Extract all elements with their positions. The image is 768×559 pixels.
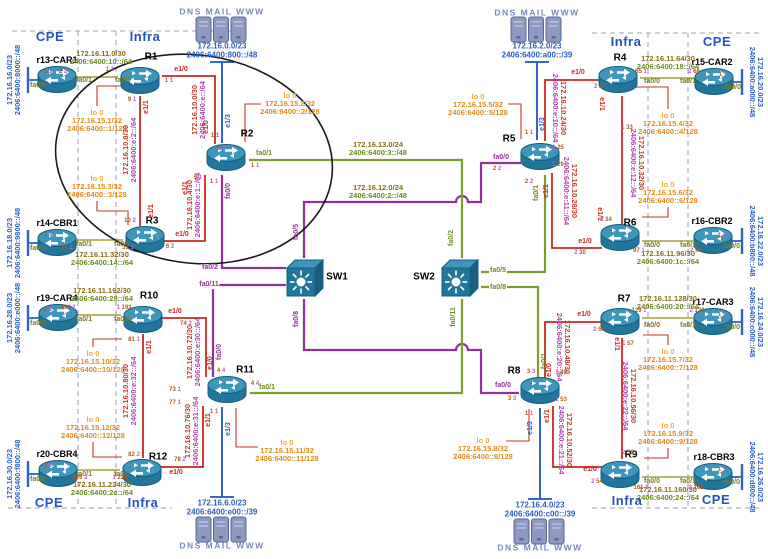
router-R12: [122, 459, 162, 486]
link-r7-r8: [544, 321, 602, 378]
router-R5: [520, 143, 560, 170]
router-R1: [120, 67, 160, 94]
cpe-router-r20-CBR4: [38, 460, 78, 487]
servers-bottom-left-server-icon-3: [230, 516, 247, 543]
router-R6: [600, 224, 640, 251]
link-r5-r6: [551, 173, 602, 249]
loopback-pointer-R9: [644, 448, 669, 459]
servers-bottom-right-server-icon-2: [530, 518, 548, 545]
link-r11-sw1: [211, 283, 286, 377]
router-R7: [600, 308, 640, 335]
servers-top-right-server-icon-2: [527, 16, 545, 43]
servers-bottom-left-server-icon-2: [212, 516, 230, 543]
servers-top-left-server-icon-1: [195, 16, 212, 43]
link-r5-sw2: [481, 175, 547, 274]
servers-bottom-right-server-icon-3: [548, 518, 565, 545]
link-r5-sw1: [302, 161, 521, 258]
servers-bottom-left-server-icon-1: [195, 516, 212, 543]
link-r11-r12: [161, 406, 204, 468]
loopback-pointer-R11: [235, 408, 258, 448]
link-r1-r2: [162, 75, 216, 144]
router-R9: [600, 461, 640, 488]
servers-top-right-server-icon-3: [545, 16, 562, 43]
router-R11: [207, 376, 247, 403]
link-r8-sw1: [302, 299, 519, 395]
loopback-pointer-R12: [92, 442, 122, 458]
loopback-pointer-R8: [506, 409, 530, 442]
cpe-router-r18-CBR3: [693, 463, 733, 490]
servers-top-right-server-icon-1: [510, 16, 527, 43]
servers-bottom-right-server-icon-1: [513, 518, 530, 545]
link-r8-r9: [552, 406, 602, 468]
link-r4-r5: [544, 79, 602, 141]
loopback-pointer-R7: [643, 334, 669, 345]
loopback-pointer-R2: [244, 103, 261, 142]
cpe-router-r16-CBR2: [693, 227, 733, 254]
link-r2-sw2: [249, 158, 464, 258]
highlight-circle: [54, 53, 334, 265]
loopback-pointer-R6: [642, 207, 669, 218]
servers-top-left-server-icon-2: [212, 16, 230, 43]
cpe-router-r17-CAR3: [693, 308, 733, 335]
loopback-pointer-R4: [632, 86, 669, 109]
loopback-pointer-R10: [92, 338, 122, 347]
loopback-pointer-R5: [508, 103, 522, 139]
router-R4: [598, 66, 638, 93]
link-r8-sw2: [481, 285, 540, 377]
link-r11-sw2: [250, 299, 464, 395]
router-R8: [520, 377, 560, 404]
link-r10-r11: [161, 317, 207, 377]
servers-top-left-server-icon-3: [230, 16, 247, 43]
cpe-router-r15-CAR2: [694, 68, 734, 95]
loopback-pointer-R3: [96, 201, 129, 225]
router-R2: [206, 144, 246, 171]
switch-SW2: [441, 259, 479, 297]
cpe-router-r13-CAR1: [37, 66, 77, 93]
link-r2-sw1: [220, 175, 286, 270]
link-r3-r2: [163, 175, 206, 242]
cpe-router-r14-CBR1: [37, 229, 77, 256]
cpe-router-r19-CAR4: [38, 304, 78, 331]
router-R10: [123, 306, 163, 333]
switch-SW1: [286, 259, 324, 297]
